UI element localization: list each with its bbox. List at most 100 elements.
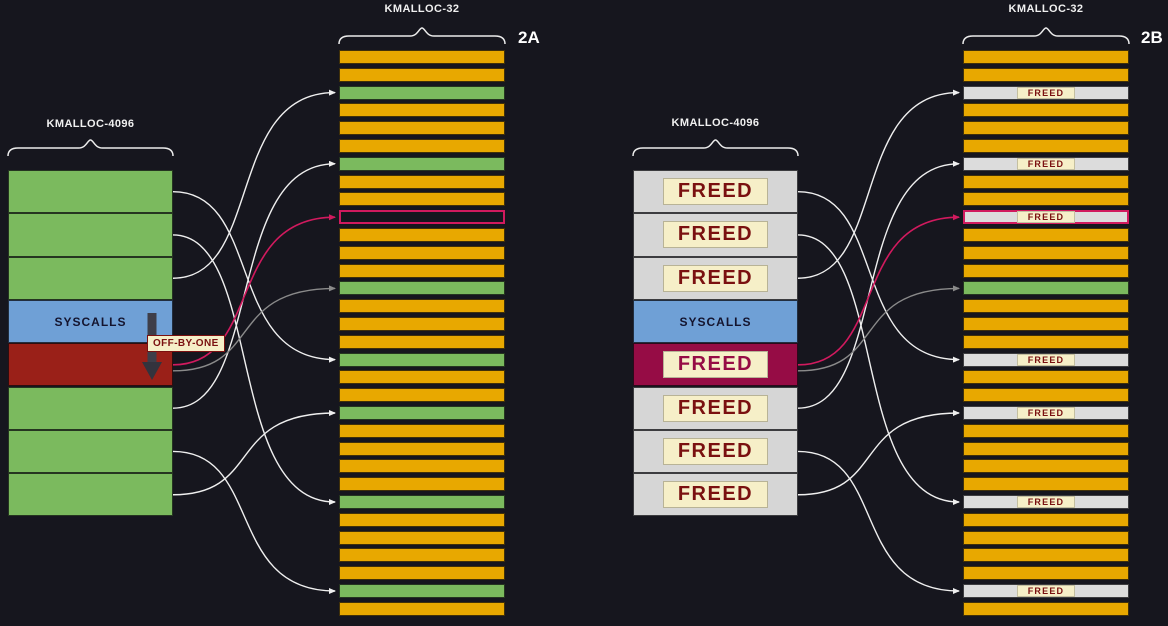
corrupted-pointer-arrow bbox=[172, 214, 336, 366]
slab-chunk-green bbox=[339, 406, 505, 420]
freed-label: FREED bbox=[1016, 211, 1076, 224]
pointer-arrow bbox=[172, 450, 336, 594]
slab-chunk-orange bbox=[963, 566, 1129, 581]
allocated-object-block bbox=[8, 170, 173, 214]
slab-chunk-orange bbox=[339, 530, 505, 545]
pointer-arrow bbox=[172, 410, 336, 496]
pointer-arrow bbox=[797, 450, 960, 594]
brace-kmalloc4096-right bbox=[632, 139, 799, 157]
slab-chunk-orange bbox=[339, 228, 505, 242]
freed-object-block: FREED bbox=[633, 213, 798, 257]
kmalloc-32-column-2a bbox=[339, 50, 505, 616]
slab-chunk-orange bbox=[339, 477, 505, 492]
slab-chunk-orange bbox=[339, 388, 505, 403]
freed-object-block: FREED bbox=[633, 256, 798, 300]
freed-label: FREED bbox=[662, 221, 769, 249]
freed-label: FREED bbox=[1016, 157, 1076, 170]
slab-chunk-orange bbox=[339, 121, 505, 136]
slab-chunk-orange bbox=[963, 423, 1129, 438]
pointer-arrow bbox=[797, 234, 960, 505]
slab-chunk-orange bbox=[339, 299, 505, 314]
panel-label-2b: 2B bbox=[1141, 28, 1163, 47]
slab-chunk-orange bbox=[339, 192, 505, 207]
allocated-object-block bbox=[8, 256, 173, 300]
slab-chunk-orange bbox=[963, 139, 1129, 153]
slab-chunk-orange bbox=[339, 548, 505, 563]
freed-object-block: FREED bbox=[633, 170, 798, 214]
slab-chunk-orange bbox=[963, 477, 1129, 492]
slab-chunk-target bbox=[339, 210, 505, 225]
slab-chunk-orange bbox=[963, 370, 1129, 385]
slab-chunk-orange bbox=[339, 601, 505, 616]
kmalloc-32-title-2a: KMALLOC-32 bbox=[384, 3, 460, 15]
freed-label: FREED bbox=[1016, 86, 1076, 99]
allocated-object-block bbox=[8, 386, 173, 430]
slab-chunk-orange bbox=[963, 388, 1129, 403]
slab-chunk-green bbox=[339, 85, 505, 100]
freed-label: FREED bbox=[662, 394, 769, 422]
slab-chunk-orange bbox=[963, 263, 1129, 278]
slab-chunk-green bbox=[339, 584, 505, 598]
freed-object-block: FREED bbox=[633, 429, 798, 474]
pointer-arrow bbox=[172, 234, 336, 505]
slab-chunk-orange bbox=[339, 441, 505, 456]
slab-chunk-orange bbox=[339, 139, 505, 153]
slab-chunk-orange bbox=[963, 530, 1129, 545]
slab-chunk-target-freed: FREED bbox=[963, 210, 1129, 225]
freed-label: FREED bbox=[1016, 585, 1076, 597]
slab-chunk-freed: FREED bbox=[963, 406, 1129, 420]
slab-chunk-orange bbox=[963, 67, 1129, 82]
slab-chunk-orange bbox=[963, 228, 1129, 242]
slab-chunk-orange bbox=[339, 245, 505, 260]
slab-chunk-orange bbox=[963, 245, 1129, 260]
slab-chunk-green bbox=[339, 352, 505, 367]
slab-chunk-orange bbox=[963, 299, 1129, 314]
freed-label: FREED bbox=[662, 351, 769, 379]
pointer-arrow bbox=[797, 89, 960, 279]
slab-chunk-orange bbox=[963, 548, 1129, 563]
kmalloc-32-column-2b: FREED FREED FREED FREED FREED FREED FREED bbox=[963, 50, 1129, 616]
freed-label: FREED bbox=[1016, 407, 1076, 419]
slab-chunk-green bbox=[963, 281, 1129, 296]
kmalloc-4096-title-right: KMALLOC-4096 bbox=[671, 117, 760, 129]
slab-chunk-orange bbox=[339, 103, 505, 118]
slab-chunk-freed: FREED bbox=[963, 156, 1129, 171]
slab-chunk-orange bbox=[339, 174, 505, 189]
slab-chunk-orange bbox=[963, 121, 1129, 136]
kmalloc-4096-title-left: KMALLOC-4096 bbox=[46, 118, 135, 130]
off-by-one-label: OFF-BY-ONE bbox=[147, 335, 225, 352]
slab-chunk-orange bbox=[339, 67, 505, 82]
slab-chunk-green bbox=[339, 156, 505, 171]
slab-chunk-orange bbox=[963, 334, 1129, 349]
pointer-arrow bbox=[172, 160, 336, 409]
corrupted-pointer-arrow bbox=[797, 214, 960, 366]
freed-label: FREED bbox=[1016, 496, 1076, 508]
pointer-arrow bbox=[172, 190, 336, 363]
brace-kmalloc32-2a bbox=[338, 27, 506, 45]
slab-chunk-orange bbox=[963, 192, 1129, 207]
panel-label-2a: 2A bbox=[518, 28, 540, 47]
slab-chunk-orange bbox=[339, 334, 505, 349]
syscalls-block: SYSCALLS bbox=[8, 299, 173, 344]
pointer-arrow bbox=[172, 89, 336, 279]
freed-label: FREED bbox=[662, 178, 769, 206]
slab-chunk-freed: FREED bbox=[963, 85, 1129, 100]
slab-chunk-orange bbox=[339, 317, 505, 331]
brace-kmalloc4096-left bbox=[7, 139, 174, 157]
freed-label: FREED bbox=[1016, 353, 1076, 366]
allocated-object-block bbox=[8, 429, 173, 474]
freed-corrupt-object-block: FREED bbox=[633, 343, 798, 387]
slab-chunk-orange bbox=[339, 459, 505, 474]
slab-chunk-orange bbox=[339, 263, 505, 278]
slab-chunk-freed: FREED bbox=[963, 584, 1129, 598]
kmalloc-4096-column-left: SYSCALLS bbox=[8, 170, 173, 517]
slab-chunk-orange bbox=[963, 512, 1129, 527]
slab-chunk-orange bbox=[339, 423, 505, 438]
allocated-object-block bbox=[8, 473, 173, 517]
slab-chunk-orange bbox=[339, 50, 505, 64]
slab-chunk-green bbox=[339, 495, 505, 509]
freed-label: FREED bbox=[662, 264, 769, 292]
stale-pointer-arrow bbox=[797, 285, 960, 372]
